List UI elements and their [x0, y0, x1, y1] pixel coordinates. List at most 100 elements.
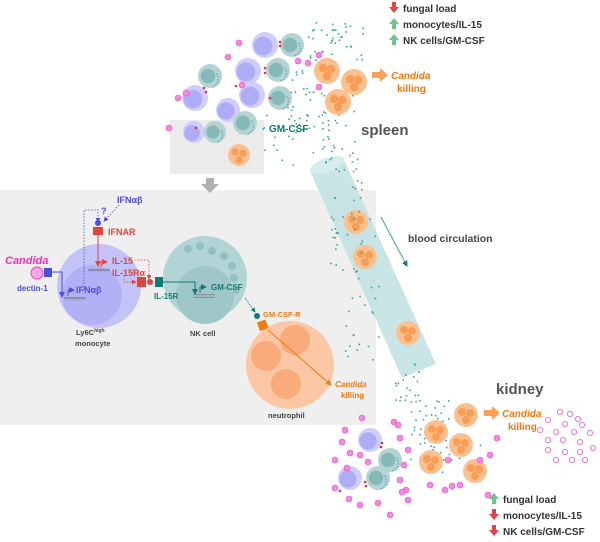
candida-dot: [536, 426, 544, 434]
candida-dot: [331, 456, 339, 464]
gmcsf-dot: [353, 334, 355, 337]
candida-dot: [165, 124, 173, 132]
gmcsf-dot: [322, 128, 324, 130]
gmcsf-dot: [423, 437, 426, 440]
candida-dot: [544, 436, 552, 444]
candida-dot: [448, 482, 456, 490]
killing-signal-arrow: [267, 329, 332, 386]
gmcsf-dot: [360, 54, 363, 56]
gmcsf-dot: [448, 418, 450, 420]
gmcsf-dot: [369, 218, 371, 221]
gmcsf-dot: [349, 154, 351, 157]
gmcsf-dot: [361, 240, 364, 242]
gmcsf-dot: [327, 119, 330, 122]
gmcsf-dot: [443, 405, 446, 408]
candida-dot: [396, 476, 404, 484]
neutrophil-icon: [228, 144, 250, 166]
il15-dot: [364, 484, 368, 488]
gmcsf-dot: [344, 350, 347, 352]
gmcsf-dot: [308, 91, 311, 94]
gmcsf-dot: [331, 29, 334, 31]
gmcsf-dot: [341, 36, 343, 38]
arrow-up-icon: [489, 493, 499, 504]
gmcsf-dot: [416, 380, 419, 383]
il15-ligand-dot: [147, 279, 153, 285]
gmcsf-dot: [413, 376, 415, 378]
candida-dot: [574, 415, 582, 423]
gmcsf-dot: [323, 94, 326, 97]
gmcsf-dot: [306, 119, 308, 122]
zoom-down-arrow: [201, 178, 219, 193]
gmcsf-dot: [320, 92, 323, 95]
candida-dot: [441, 486, 449, 494]
gmcsf-dot: [315, 22, 318, 24]
nk-cell-icon: [280, 33, 304, 57]
gmcsf-dot: [351, 212, 353, 215]
gmcsf-dot: [351, 297, 354, 299]
nk-cell-icon: [198, 64, 222, 88]
gmcsf-dot: [284, 130, 286, 132]
gmcsf-dot: [312, 91, 315, 93]
gmcsf-dot: [321, 50, 323, 53]
candida-dot: [559, 436, 567, 444]
gmcsf-dot: [348, 345, 351, 347]
gmcsf-dot: [362, 33, 364, 35]
kidney-killing-label-2: killing: [508, 422, 537, 433]
gmcsf-dot: [332, 218, 335, 221]
candida-dot: [356, 451, 364, 459]
gmcsf-dot: [335, 264, 337, 266]
gmcsf-dot: [294, 91, 297, 93]
gmcsf-dot: [352, 152, 354, 154]
dna-icon: [88, 268, 110, 272]
il15-promoter-arrow: [100, 259, 108, 267]
il15-dot: [202, 86, 206, 90]
gmcsf-dot: [378, 336, 380, 338]
gmcsf-dot: [318, 115, 320, 118]
nk-cell-icon: [268, 86, 292, 110]
gmcsf-dot: [337, 232, 339, 235]
ifn-top-label: IFNαβ: [117, 195, 143, 205]
candida-dot: [294, 57, 302, 65]
nk-cell-icon: [204, 121, 226, 143]
mechanism-killing-label-1: Candida: [335, 380, 367, 389]
gmcsf-dot: [420, 428, 422, 430]
gmcsf-dot: [458, 457, 461, 460]
kidney-title: kidney: [496, 381, 544, 398]
monocyte-icon: [358, 428, 382, 452]
dna-icon: [193, 294, 215, 298]
candida-dot: [486, 451, 494, 459]
gmcsf-dot: [322, 51, 324, 53]
gmcsf-dot: [338, 170, 340, 173]
gmcsf-dot: [448, 400, 450, 402]
arrow-down-icon: [489, 509, 499, 520]
gmcsf-dot: [336, 244, 338, 246]
candida-dot: [398, 488, 406, 496]
gmcsf-dot: [419, 433, 421, 436]
legend-label: NK cells/GM-CSF: [503, 527, 585, 538]
gmcsf-dot: [445, 439, 447, 442]
neutrophil-icon: [396, 321, 420, 345]
gmcsf-dot: [353, 199, 355, 202]
candida-dot: [578, 421, 586, 429]
gmcsf-dot: [334, 228, 336, 230]
gmcsf-dot: [359, 295, 361, 298]
gmcsf-dot: [354, 228, 356, 231]
gmcsf-dot: [358, 343, 361, 346]
gmcsf-dot: [321, 148, 324, 150]
neutrophil-icon: [344, 210, 368, 234]
candida-dot: [456, 481, 464, 489]
gmcsf-dot: [295, 131, 297, 134]
gmcsf-dot: [361, 188, 363, 191]
gmcsf-dot: [397, 382, 400, 385]
gmcsf-dot: [441, 420, 444, 423]
blood-circulation-label: blood circulation: [408, 233, 493, 245]
gmcsf-dot: [356, 349, 358, 351]
gmcsf-dot: [434, 414, 437, 417]
gmcsf-dot: [301, 128, 304, 131]
gmcsf-dot: [419, 410, 421, 413]
candida-dot: [589, 444, 597, 452]
il15r-signal-arrow: [163, 281, 198, 295]
gmcsf-dot: [330, 216, 333, 219]
